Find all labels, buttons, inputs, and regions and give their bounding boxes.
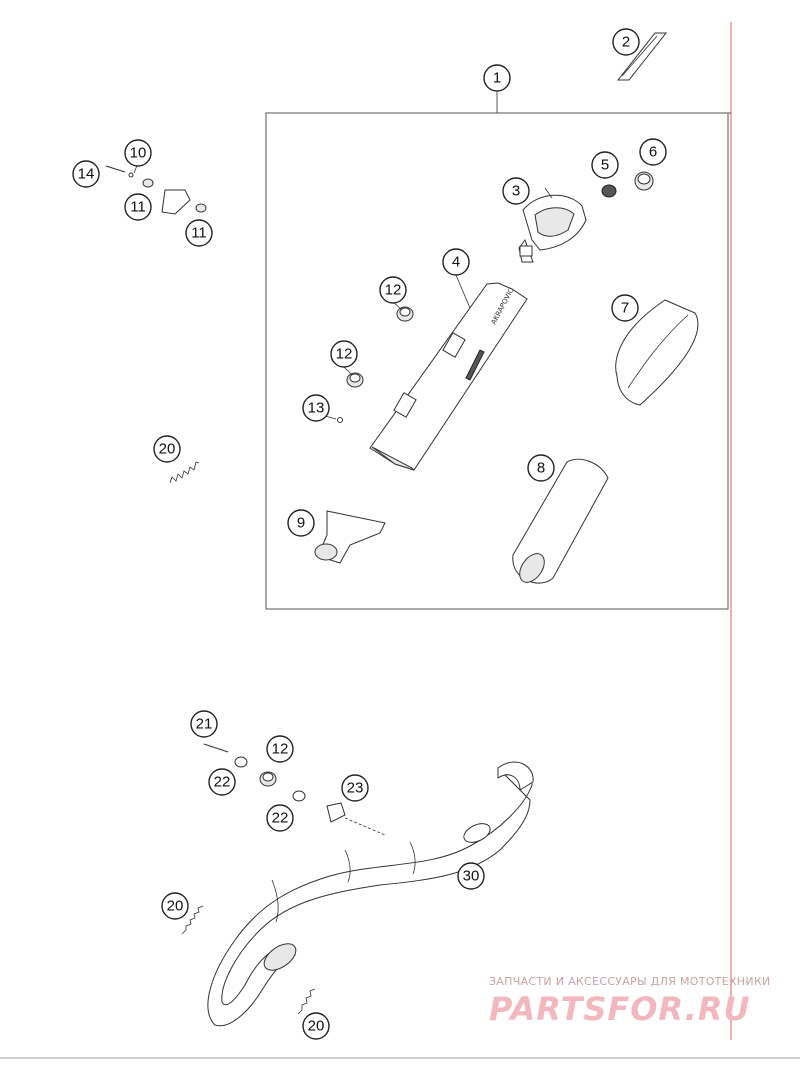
part-9-inlet-funnel: [314, 510, 386, 564]
callout-20c: 20: [302, 1012, 330, 1040]
part-12-grommet-a: [396, 306, 414, 322]
svg-text:20: 20: [159, 441, 176, 458]
callout-12c: 12: [266, 735, 294, 763]
callout-3: 3: [502, 177, 530, 205]
callout-11a: 11: [124, 193, 152, 221]
part-7-wrap-sheet: [615, 299, 699, 406]
callout-23: 23: [341, 774, 369, 802]
svg-text:11: 11: [191, 225, 207, 242]
part-4-muffler-sleeve: AKRAPOVIC: [369, 282, 528, 471]
part-6-cap: [634, 171, 654, 191]
svg-text:30: 30: [463, 868, 480, 885]
callout-2: 2: [612, 28, 640, 56]
part-20-spring-c: [297, 988, 316, 1015]
svg-text:12: 12: [385, 282, 402, 299]
part-12-grommet-b: [346, 372, 364, 388]
part-8-silencer-insert: [512, 458, 609, 584]
svg-text:3: 3: [512, 183, 520, 200]
callout-14: 14: [72, 160, 100, 188]
watermark-tagline: ЗАПЧАСТИ И АКСЕССУАРЫ ДЛЯ МОТОТЕХНИКИ: [489, 975, 771, 988]
part-13-small-washer: [337, 417, 343, 423]
svg-text:13: 13: [308, 400, 325, 417]
svg-text:22: 22: [214, 774, 231, 791]
callout-20a: 20: [153, 435, 181, 463]
callout-21: 21: [190, 710, 218, 738]
svg-text:9: 9: [297, 515, 305, 532]
callout-4: 4: [442, 248, 470, 276]
callout-1: 1: [483, 64, 511, 92]
svg-text:7: 7: [621, 300, 629, 317]
callout-10: 10: [124, 139, 152, 167]
callout-5: 5: [591, 151, 619, 179]
part-20-spring-b: [181, 905, 204, 935]
callout-22b: 22: [266, 804, 294, 832]
svg-text:4: 4: [452, 254, 460, 271]
part-30-header-pipe: [207, 761, 534, 1027]
callout-9: 9: [287, 509, 315, 537]
callout-20b: 20: [161, 892, 189, 920]
callout-13: 13: [302, 394, 330, 422]
svg-text:12: 12: [336, 346, 353, 363]
callout-12b: 12: [330, 340, 358, 368]
svg-text:2: 2: [622, 34, 630, 51]
part-20-spring-a: [169, 461, 200, 484]
svg-text:11: 11: [130, 199, 146, 216]
watermark: ЗАПЧАСТИ И АКСЕССУАРЫ ДЛЯ МОТОТЕХНИКИ PA…: [489, 975, 771, 1028]
svg-text:20: 20: [308, 1018, 325, 1035]
svg-text:8: 8: [537, 460, 545, 477]
svg-text:1: 1: [493, 70, 501, 87]
callout-11b: 11: [185, 219, 213, 247]
part-5-plug: [601, 184, 617, 198]
svg-text:22: 22: [272, 810, 289, 827]
svg-text:10: 10: [130, 145, 147, 162]
callout-30: 30: [457, 862, 485, 890]
callout-8: 8: [527, 454, 555, 482]
leader-lines: [133, 92, 553, 420]
callout-22a: 22: [208, 768, 236, 796]
svg-text:5: 5: [601, 157, 609, 174]
svg-text:14: 14: [78, 166, 95, 183]
svg-text:20: 20: [167, 898, 184, 915]
bracket-group: [105, 165, 207, 215]
callout-12a: 12: [379, 276, 407, 304]
part-3-end-cap: [518, 194, 587, 263]
svg-text:23: 23: [347, 780, 364, 797]
watermark-logo: PARTSFOR.RU: [489, 990, 750, 1028]
lower-hardware: [203, 743, 386, 836]
callout-6: 6: [639, 138, 667, 166]
svg-text:6: 6: [649, 144, 657, 161]
part-2-gasket: [616, 32, 668, 81]
callout-7: 7: [611, 294, 639, 322]
svg-text:12: 12: [272, 741, 289, 758]
svg-text:21: 21: [196, 716, 213, 733]
